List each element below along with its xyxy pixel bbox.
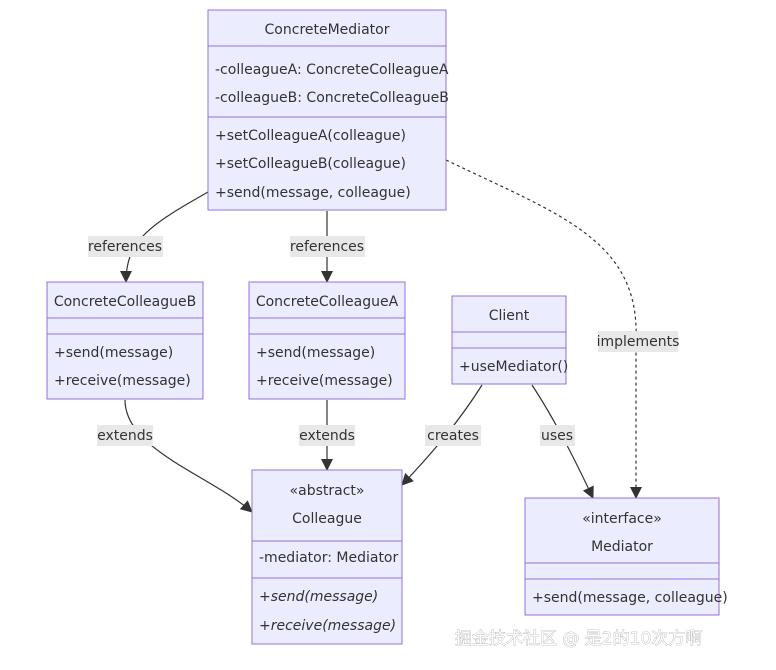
watermark: 掘金技术社区 @ 是2的10次方啊 [455, 629, 702, 649]
method: +send(message) [256, 345, 375, 361]
class-name: ConcreteColleagueA [256, 294, 399, 310]
svg-text:creates: creates [427, 428, 479, 444]
class-name: Colleague [292, 511, 362, 527]
attribute: -colleagueA: ConcreteColleagueA [215, 62, 449, 78]
method: +useMediator() [459, 359, 568, 375]
method: +receive(message) [256, 373, 393, 389]
label-uses: uses [540, 425, 575, 446]
svg-text:extends: extends [299, 428, 355, 444]
svg-text:references: references [88, 239, 162, 255]
method: +setColleagueA(colleague) [215, 128, 406, 144]
label-extends-b: extends [97, 425, 153, 446]
class-colleague: «abstract» Colleague -mediator: Mediator… [251, 469, 403, 645]
stereotype: «interface» [582, 511, 662, 527]
class-concrete-colleague-a: ConcreteColleagueA +send(message) +recei… [248, 281, 406, 400]
edge-references-b [120, 191, 209, 283]
label-references-a: references [290, 236, 365, 257]
method: +receive(message) [259, 618, 396, 634]
class-mediator: «interface» Mediator +send(message, coll… [524, 497, 728, 616]
method: +setColleagueB(colleague) [215, 156, 406, 172]
class-concrete-colleague-b: ConcreteColleagueB +send(message) +recei… [46, 281, 204, 400]
method: +send(message) [259, 589, 378, 605]
class-name: ConcreteColleagueB [54, 294, 196, 310]
attribute: -colleagueB: ConcreteColleagueB [215, 90, 449, 106]
svg-text:implements: implements [597, 334, 680, 350]
class-name: Mediator [591, 539, 653, 555]
class-name: ConcreteMediator [265, 22, 390, 38]
method: +send(message, colleague) [532, 590, 728, 606]
edge-implements [445, 159, 642, 499]
class-name: Client [489, 308, 530, 324]
label-implements: implements [597, 331, 680, 352]
label-creates: creates [425, 425, 481, 446]
class-concrete-mediator: ConcreteMediator -colleagueA: ConcreteCo… [207, 9, 449, 211]
svg-text:references: references [290, 239, 364, 255]
edge-extends-b [124, 399, 253, 513]
method: +send(message) [54, 345, 173, 361]
method: +receive(message) [54, 373, 191, 389]
svg-text:uses: uses [541, 428, 573, 444]
method: +send(message, colleague) [215, 185, 411, 201]
stereotype: «abstract» [290, 483, 365, 499]
label-references-b: references [88, 236, 163, 257]
svg-text:extends: extends [97, 428, 153, 444]
label-extends-a: extends [299, 425, 355, 446]
class-client: Client +useMediator() [451, 295, 568, 385]
attribute: -mediator: Mediator [259, 550, 398, 566]
